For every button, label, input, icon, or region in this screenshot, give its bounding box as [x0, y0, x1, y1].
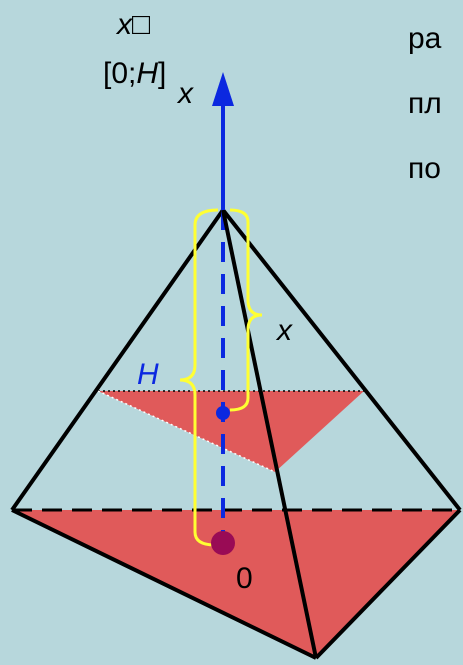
pyramid-edge-front — [221, 209, 318, 659]
pyramid-edge-front-base-right — [314, 508, 462, 660]
origin-label: 0 — [236, 562, 253, 595]
x-axis-arrowhead — [212, 72, 234, 106]
origin-point — [211, 531, 235, 555]
right-text-line2: пл — [408, 87, 442, 120]
interval-suffix: ] — [158, 57, 166, 90]
top-label-line2: [0;H] — [103, 57, 166, 90]
axis-label: x — [176, 77, 194, 110]
bracket-label-x: x — [275, 314, 293, 347]
pyramid-edge-left — [10, 208, 225, 512]
cross-section-triangle — [98, 391, 364, 472]
x-bracket — [229, 208, 263, 412]
pyramid-base-face — [12, 510, 460, 658]
interval-prefix: [0; — [103, 57, 136, 90]
pyramid-edge-front-base-left — [11, 508, 317, 660]
right-text-line1: ра — [408, 22, 442, 55]
right-text-line3: по — [408, 152, 441, 185]
section-center-point — [216, 406, 230, 420]
top-label-line1: x□ — [115, 8, 151, 41]
height-label: H — [137, 358, 159, 391]
interval-variable: H — [136, 57, 158, 90]
height-bracket — [179, 208, 219, 547]
pyramid-edge-right — [221, 208, 462, 512]
